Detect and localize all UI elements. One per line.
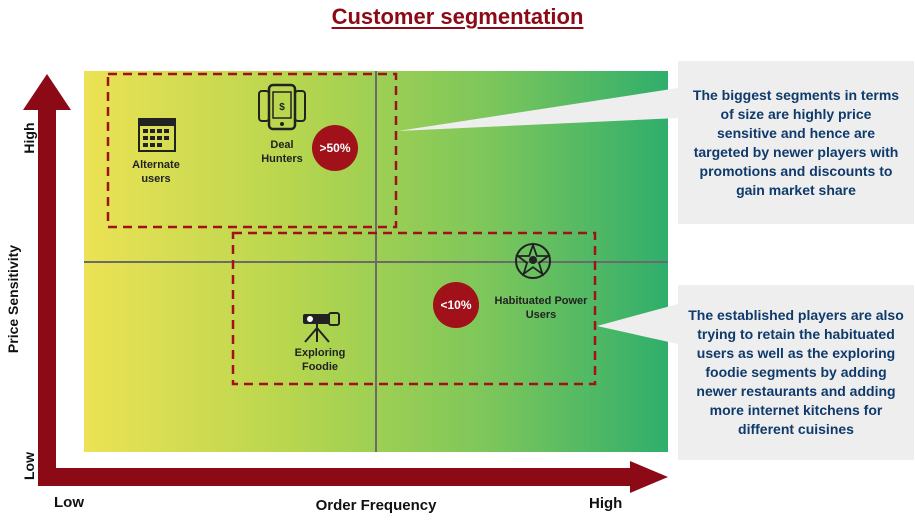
exploring-foodie-label: Exploring Foodie	[294, 347, 346, 373]
calendar-icon	[138, 118, 176, 152]
x-axis-label: Order Frequency	[315, 497, 437, 514]
svg-text:$: $	[279, 102, 285, 113]
deal-hunters-label: Deal Hunters	[261, 139, 303, 165]
x-axis-high-label: High	[589, 495, 623, 512]
y-axis-label: Price Sensitivity	[5, 244, 21, 354]
top-callout: The biggest segments in terms of size ar…	[678, 61, 914, 224]
y-axis-arrowhead	[23, 74, 71, 110]
camera-on-tripod-icon	[303, 312, 340, 343]
deal-hunters-share-badge: >50%	[312, 125, 358, 171]
low-sensitivity-box	[231, 231, 597, 386]
habituated-users-share-badge: <10%	[433, 282, 479, 328]
pentagram-star-icon	[515, 242, 551, 279]
x-axis-shaft	[38, 468, 638, 486]
page-title: Customer segmentation	[331, 4, 584, 29]
x-axis-low-label: Low	[54, 494, 84, 511]
y-axis-low-label: Low	[21, 452, 37, 480]
alternate-users-label: Alternate users	[132, 159, 180, 185]
bottom-callout-pointer	[597, 304, 678, 344]
x-axis-arrowhead	[630, 461, 668, 493]
y-axis-shaft	[38, 104, 56, 482]
mobile-phone-icon: $	[258, 83, 306, 131]
habituated-power-users-label: Habituated Power Users	[494, 295, 588, 321]
top-callout-pointer	[398, 88, 678, 131]
y-axis-high-label: High	[21, 122, 37, 154]
high-sensitivity-box	[106, 72, 398, 229]
bottom-callout: The established players are also trying …	[678, 285, 914, 460]
